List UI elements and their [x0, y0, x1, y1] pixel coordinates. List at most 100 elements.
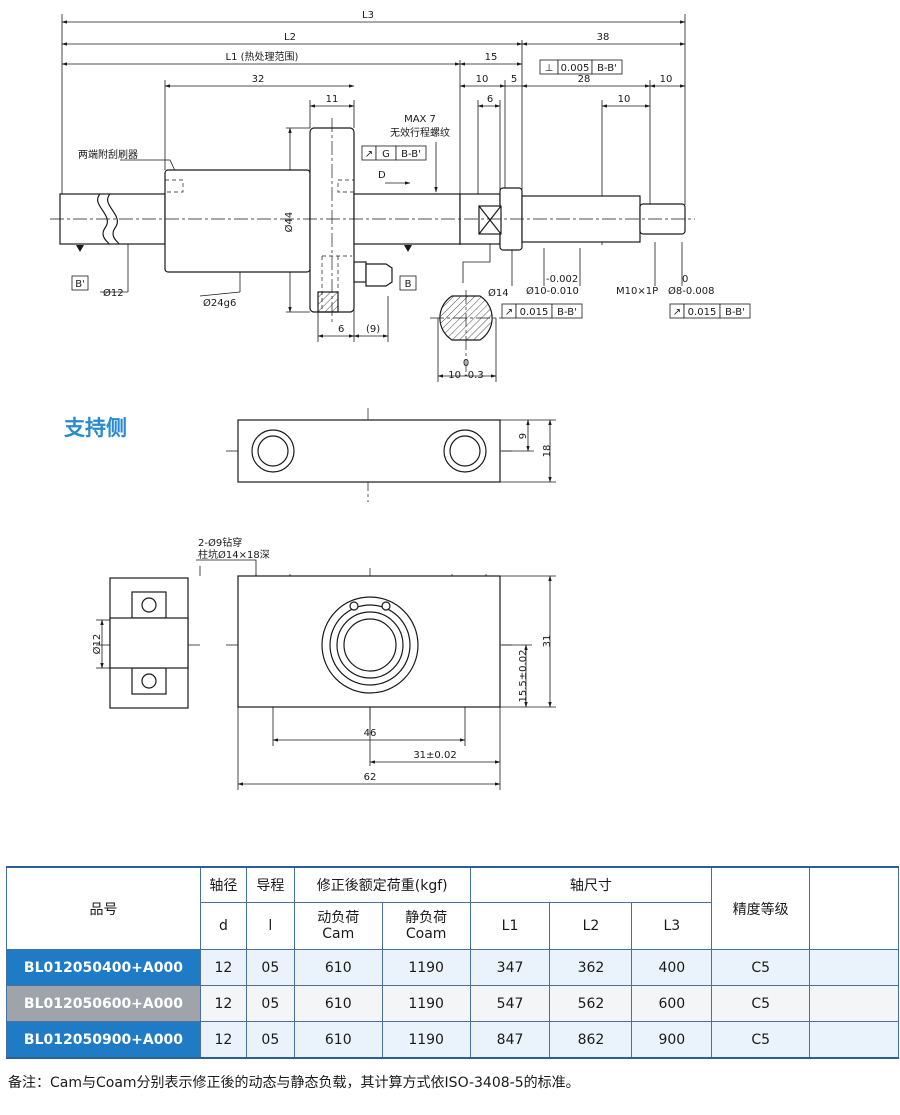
dim-32: 32 [252, 74, 265, 85]
cell-l: 05 [245, 1021, 295, 1059]
break-line [97, 193, 110, 245]
header-load: 修正後额定荷重(kgf) [293, 866, 471, 903]
support-side-title: 支持侧 [64, 416, 127, 440]
gtol-g-sym: G [382, 149, 390, 160]
hole-note-line1: 2-Ø9钻穿 [198, 536, 242, 549]
sub-L3: L3 [631, 902, 713, 950]
cell-l: 05 [245, 949, 295, 986]
dim-10d: 10 -0.3 [448, 370, 483, 381]
dim-28: 28 [578, 74, 591, 85]
cell-empty [809, 985, 899, 1022]
gtol-runout1-ref: B-B' [557, 307, 577, 318]
table-row: BL012050400+A000 12 05 610 1190 347 362 … [6, 949, 899, 986]
cell-L1: 347 [469, 949, 551, 986]
dia14: Ø14 [488, 287, 509, 299]
cell-L2: 862 [549, 1021, 633, 1059]
cell-empty [809, 949, 899, 986]
datum-b-prime: B' [75, 279, 85, 290]
table-row: BL012050600+A000 12 05 610 1190 547 562 … [6, 985, 899, 1022]
support-top-view [237, 419, 501, 483]
runout-symbol-icon: ↗ [505, 307, 513, 318]
cell-coam: 1190 [381, 985, 471, 1022]
gtol-perp-val: 0.005 [561, 63, 590, 74]
sub-l: l [245, 902, 295, 950]
header-shaft-size: 轴尺寸 [469, 866, 713, 903]
cell-L3: 900 [631, 1021, 713, 1059]
cell-d: 12 [199, 949, 247, 986]
runout-symbol-icon: ↗ [673, 307, 681, 318]
cell-coam: 1190 [381, 1021, 471, 1059]
gtol-runout2-ref: B-B' [725, 307, 745, 318]
dim-10b: 10 [660, 74, 673, 85]
support-dia12: Ø12 [91, 634, 103, 655]
header-empty [809, 866, 899, 950]
cell-coam: 1190 [381, 949, 471, 986]
sub-L2: L2 [549, 902, 633, 950]
cell-empty [809, 1021, 899, 1059]
gtol-g-ref: B-B' [401, 149, 421, 160]
cell-grade: C5 [711, 985, 811, 1022]
part-number: BL012050900+A000 [6, 1021, 201, 1059]
dim-L1: L1 (热处理范围) [226, 50, 299, 63]
gtol-runout1-val: 0.015 [520, 307, 549, 318]
table-row: BL012050900+A000 12 05 610 1190 847 862 … [6, 1021, 899, 1059]
tol-b-main: Ø8-0.008 [668, 285, 714, 297]
dim-6a: 6 [487, 94, 493, 105]
part-number: BL012050600+A000 [6, 985, 201, 1022]
cell-L2: 562 [549, 985, 633, 1022]
runout-symbol-icon: ↗ [365, 149, 373, 160]
perp-symbol-icon: ⊥ [545, 63, 554, 74]
dia12: Ø12 [103, 287, 124, 299]
max7-line2: 无效行程螺纹 [390, 126, 450, 139]
cell-cam: 610 [293, 1021, 383, 1059]
support-dim-31-02: 31±0.02 [413, 750, 456, 761]
support-dim-18: 18 [542, 445, 553, 458]
cell-d: 12 [199, 1021, 247, 1059]
dim-38: 38 [597, 32, 610, 43]
sub-L1: L1 [469, 902, 551, 950]
technical-drawing: L3 L2 38 L1 (热处理范围) 15 32 10 5 28 10 11 … [50, 10, 751, 790]
datum-markers [76, 245, 412, 252]
tol-b-top: 0 [682, 274, 688, 285]
tol-a-top: -0.002 [546, 274, 578, 285]
gtol-perp-ref: B-B' [597, 63, 617, 74]
sub-d: d [199, 902, 247, 950]
grease-nipple [353, 261, 367, 283]
support-dim-9: 9 [518, 433, 529, 439]
header-lead: 导程 [245, 866, 295, 903]
support-dim-62: 62 [364, 772, 377, 783]
dim-10c: 10 [618, 94, 631, 105]
header-shaft-dia: 轴径 [199, 866, 247, 903]
cell-l: 05 [245, 985, 295, 1022]
cell-L3: 400 [631, 949, 713, 986]
hole-note-line2: 柱坑Ø14×18深 [198, 548, 270, 561]
dim-5: 5 [511, 74, 517, 85]
dim-10d-top: 0 [463, 358, 469, 369]
header-grade: 精度等级 [711, 866, 811, 950]
tol-a-main: Ø10-0.010 [526, 285, 579, 297]
part-number: BL012050400+A000 [6, 949, 201, 986]
dim-15: 15 [485, 52, 498, 63]
cell-L1: 847 [469, 1021, 551, 1059]
section-view [439, 295, 493, 341]
cell-L3: 600 [631, 985, 713, 1022]
cell-cam: 610 [293, 949, 383, 986]
gtol-runout2-val: 0.015 [688, 307, 717, 318]
datum-b: B [405, 279, 412, 290]
dim-D: D [378, 170, 386, 181]
m10: M10×1P [616, 286, 658, 297]
dim-10a: 10 [476, 74, 489, 85]
cell-d: 12 [199, 985, 247, 1022]
dim-9: (9) [366, 324, 380, 335]
cell-L2: 362 [549, 949, 633, 986]
wiper-label: 两端附刮刷器 [78, 148, 138, 161]
cell-cam: 610 [293, 985, 383, 1022]
header-part: 品号 [6, 866, 201, 950]
dim-6b: 6 [338, 324, 344, 335]
support-dim-31: 31 [542, 635, 553, 648]
dim-11: 11 [326, 94, 339, 105]
support-front-view [237, 575, 501, 708]
